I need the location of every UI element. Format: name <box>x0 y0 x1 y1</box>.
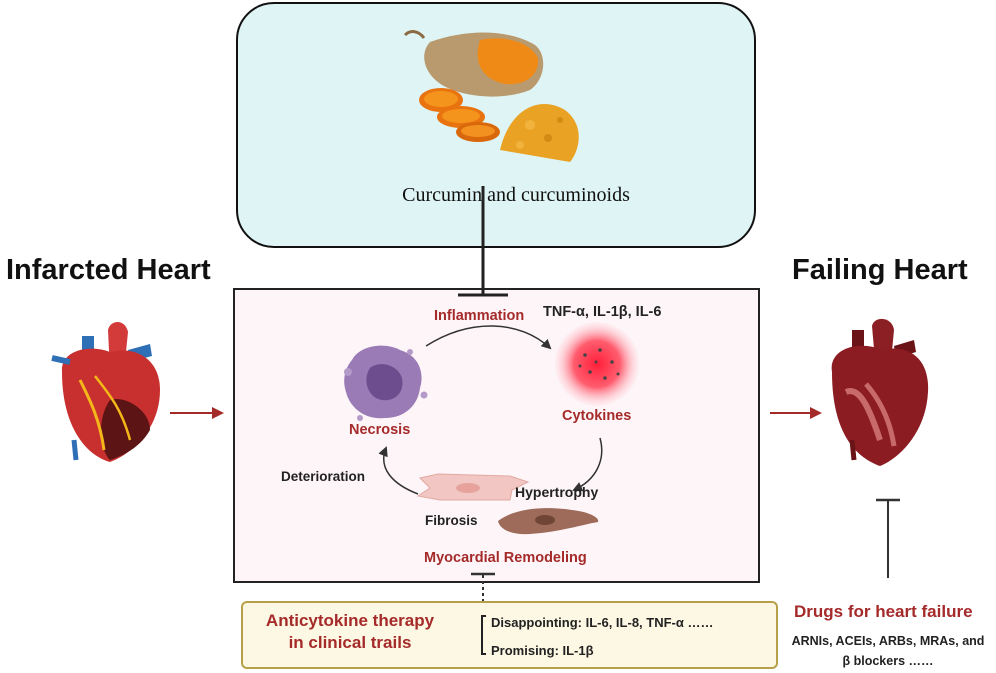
drugs-line-1: ARNIs, ACEIs, ARBs, MRAs, and <box>791 634 985 648</box>
arrow-fibrosis-to-necrosis <box>378 446 419 495</box>
curcumin-caption: Curcumin and curcuminoids <box>402 184 630 206</box>
cytokines-label: Cytokines <box>562 408 632 424</box>
drugs-title: Drugs for heart failure <box>794 602 973 621</box>
promising-label: Promising: IL-1β <box>491 643 594 658</box>
fibrosis-label: Fibrosis <box>425 513 478 528</box>
fibrosis-cell-icon <box>416 473 530 501</box>
hypertrophy-cell-icon <box>498 508 599 535</box>
arrow-cytokines-to-hypertrophy <box>572 437 603 492</box>
deterioration-label: Deterioration <box>281 469 366 484</box>
drugs-line-2: β blockers …… <box>842 654 934 668</box>
infarcted-heart-icon <box>51 322 161 462</box>
anticytokine-title: Anticytokine therapy in clinical trails <box>265 611 435 652</box>
anticytokine-box <box>241 601 778 669</box>
necrosis-label: Necrosis <box>349 422 411 438</box>
failing-heart-icon <box>831 318 929 466</box>
cytokine-list-label: TNF-α, IL-1β, IL-6 <box>543 304 662 320</box>
inflammation-label: Inflammation <box>434 308 525 324</box>
hypertrophy-label: Hypertrophy <box>515 484 599 500</box>
arrow-inflammation-to-cytokines <box>425 325 552 350</box>
disappointing-label: Disappointing: IL-6, IL-8, TNF-α …… <box>491 615 714 630</box>
remodeling-box <box>233 288 760 583</box>
drugs-list: ARNIs, ACEIs, ARBs, MRAs, and β blockers… <box>782 631 994 671</box>
necrotic-cell-icon <box>344 345 428 421</box>
infarcted-heart-title: Infarcted Heart <box>6 254 211 286</box>
trial-bracket <box>481 615 486 655</box>
failing-heart-title: Failing Heart <box>792 254 968 286</box>
remodeling-label: Myocardial Remodeling <box>424 550 587 566</box>
cytokine-cloud-icon <box>555 322 639 406</box>
